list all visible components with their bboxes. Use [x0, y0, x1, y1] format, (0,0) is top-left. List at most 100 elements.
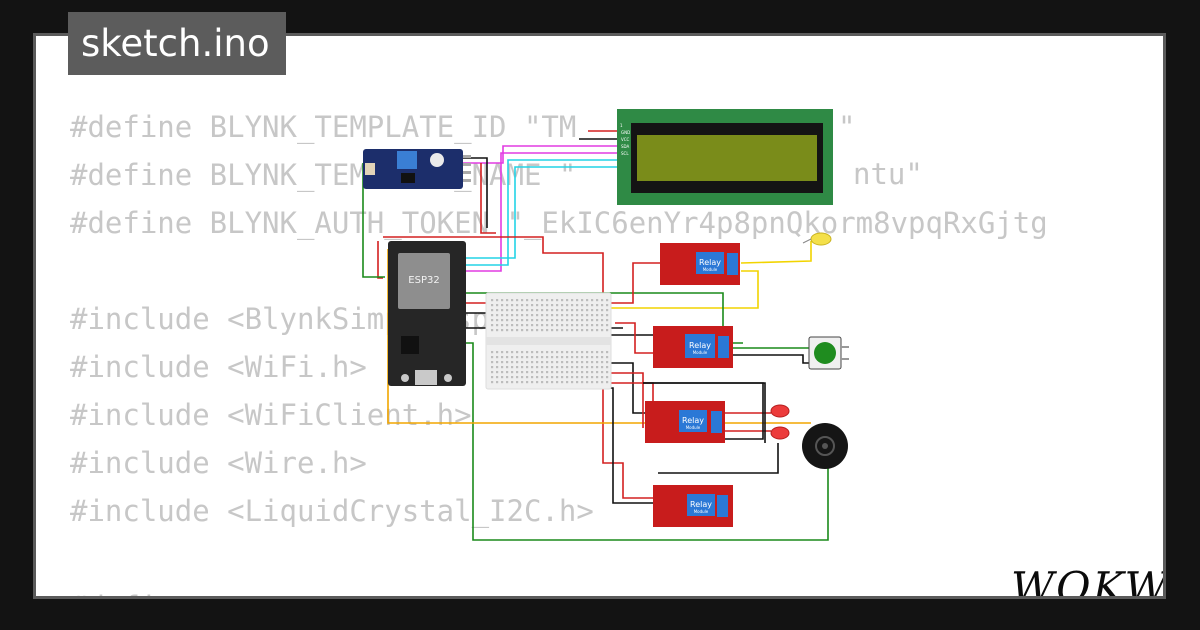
breadboard-hole — [531, 319, 534, 322]
breadboard-hole — [516, 376, 519, 379]
breadboard-hole — [581, 304, 584, 307]
breadboard-hole — [566, 329, 569, 332]
breadboard-hole — [496, 366, 499, 369]
breadboard-hole — [541, 309, 544, 312]
breadboard-hole — [576, 361, 579, 364]
esp32-label: ESP32 — [408, 275, 439, 286]
breadboard-hole — [506, 309, 509, 312]
breadboard-hole — [521, 319, 524, 322]
breadboard-hole — [586, 299, 589, 302]
breadboard-hole — [506, 319, 509, 322]
breadboard-hole — [536, 329, 539, 332]
relay-module: Relay Module — [660, 243, 740, 285]
relay-block — [685, 334, 715, 358]
breadboard-hole — [576, 371, 579, 374]
breadboard-hole — [531, 381, 534, 384]
breadboard-hole — [516, 329, 519, 332]
breadboard-hole — [571, 304, 574, 307]
breadboard-hole — [531, 376, 534, 379]
breadboard-hole — [581, 309, 584, 312]
breadboard-hole — [606, 309, 609, 312]
breadboard-hole — [576, 324, 579, 327]
breadboard-hole — [571, 376, 574, 379]
breadboard-hole — [496, 309, 499, 312]
breadboard-hole — [586, 324, 589, 327]
breadboard-hole — [591, 324, 594, 327]
breadboard-hole — [501, 329, 504, 332]
breadboard-hole — [531, 356, 534, 359]
breadboard-hole — [496, 319, 499, 322]
breadboard-hole — [516, 324, 519, 327]
breadboard-hole — [496, 356, 499, 359]
breadboard-hole — [556, 299, 559, 302]
breadboard-hole — [571, 309, 574, 312]
pushbutton — [808, 336, 849, 370]
breadboard-hole — [576, 314, 579, 317]
usb-port-icon — [415, 370, 437, 385]
breadboard-hole — [506, 366, 509, 369]
pushbutton-legs — [841, 346, 849, 360]
breadboard-hole — [556, 329, 559, 332]
breadboard-hole — [561, 376, 564, 379]
breadboard-hole — [581, 324, 584, 327]
breadboard-hole — [526, 351, 529, 354]
breadboard-hole — [511, 376, 514, 379]
circuit-diagram: " ntu" — [362, 109, 923, 541]
breadboard-hole — [556, 371, 559, 374]
breadboard-hole — [516, 361, 519, 364]
breadboard-hole — [521, 351, 524, 354]
breadboard-hole — [511, 366, 514, 369]
esp32-chip-icon — [401, 336, 419, 354]
breadboard-hole — [501, 381, 504, 384]
breadboard-hole — [546, 324, 549, 327]
relay-label: Relay — [682, 416, 704, 425]
breadboard-hole — [491, 329, 494, 332]
breadboard-hole — [566, 309, 569, 312]
breadboard-hole — [571, 329, 574, 332]
breadboard-hole — [491, 319, 494, 322]
breadboard-hole — [561, 381, 564, 384]
breadboard-hole — [596, 299, 599, 302]
breadboard-hole — [556, 376, 559, 379]
breadboard-hole — [521, 371, 524, 374]
wokwi-logo: WOKWi — [1011, 563, 1166, 599]
breadboard-hole — [591, 376, 594, 379]
breadboard-hole — [606, 351, 609, 354]
breadboard-hole — [606, 361, 609, 364]
breadboard-hole — [586, 309, 589, 312]
breadboard-hole — [581, 314, 584, 317]
breadboard-hole — [606, 356, 609, 359]
breadboard-hole — [551, 351, 554, 354]
breadboard-hole — [601, 319, 604, 322]
wire — [608, 270, 759, 309]
breadboard-hole — [606, 319, 609, 322]
breadboard-hole — [541, 371, 544, 374]
code-line: #define BLYNK_TEMPLATE_ID "TM — [70, 110, 577, 144]
breadboard-hole — [561, 319, 564, 322]
breadboard-hole — [546, 309, 549, 312]
breadboard-hole — [556, 314, 559, 317]
file-tab[interactable]: sketch.ino — [68, 12, 286, 75]
breadboard-hole — [501, 324, 504, 327]
breadboard-hole — [531, 329, 534, 332]
breadboard-hole — [556, 324, 559, 327]
breadboard-hole — [601, 356, 604, 359]
breadboard-hole — [591, 299, 594, 302]
breadboard-hole — [496, 351, 499, 354]
breadboard-hole — [601, 371, 604, 374]
breadboard-hole — [491, 361, 494, 364]
breadboard-hole — [506, 376, 509, 379]
boot-button-icon — [401, 374, 409, 382]
breadboard-hole — [581, 371, 584, 374]
breadboard-hole — [536, 314, 539, 317]
breadboard-hole — [491, 309, 494, 312]
breadboard-hole — [516, 371, 519, 374]
breadboard-hole — [551, 314, 554, 317]
breadboard-hole — [606, 324, 609, 327]
breadboard-hole — [586, 376, 589, 379]
breadboard-hole — [516, 304, 519, 307]
breadboard-hole — [551, 324, 554, 327]
breadboard-hole — [526, 376, 529, 379]
relay-module: Relay Module — [653, 485, 733, 527]
breadboard-hole — [506, 304, 509, 307]
